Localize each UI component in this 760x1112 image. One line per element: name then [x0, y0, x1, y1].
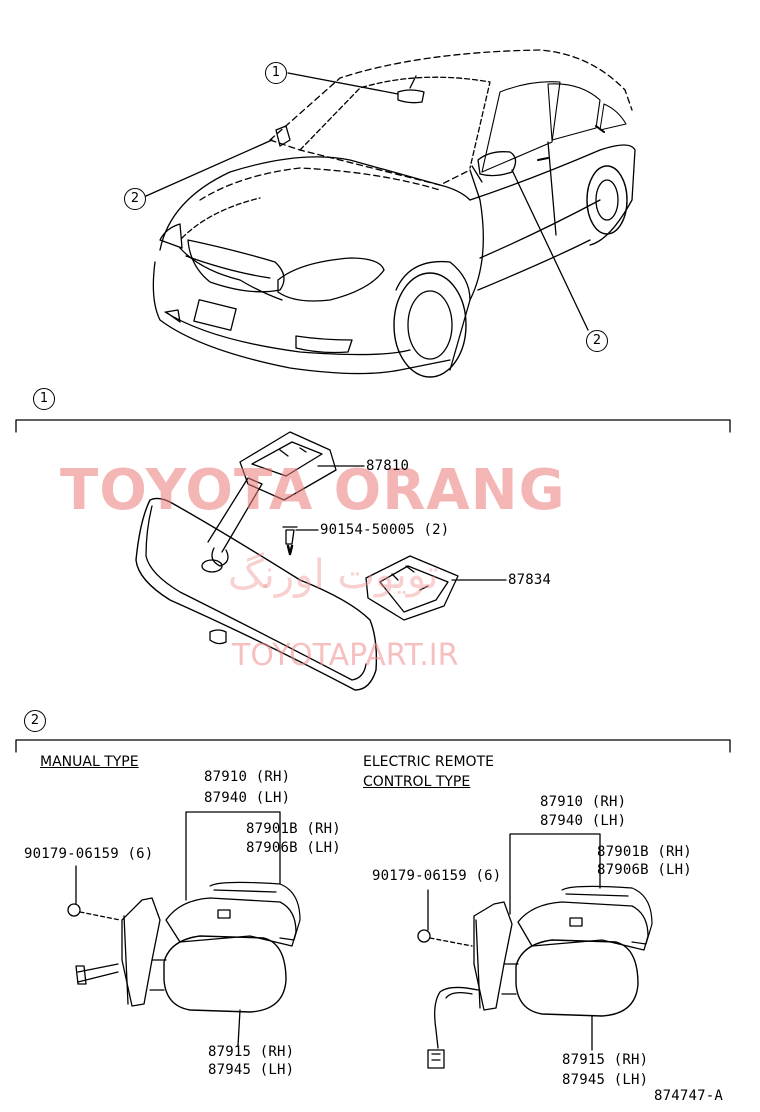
electric-assy-lh: 87940 (LH)	[540, 813, 627, 829]
inner-mirror-group	[135, 431, 507, 691]
part-label-87834: 87834	[508, 572, 552, 588]
section2-frame	[15, 739, 731, 753]
car-illustration	[152, 49, 636, 378]
figure-number: 874747-A	[654, 1088, 724, 1104]
electric-glass-lh: 87945 (LH)	[562, 1072, 649, 1088]
callout-1-section-header: 1	[33, 388, 55, 410]
manual-cover-lh: 87906B (LH)	[246, 840, 341, 856]
watermark-brand-persian: تویوت اورنگ	[228, 552, 439, 598]
electric-mirror-group	[417, 833, 653, 1069]
callout-1-car-inner-mirror: 1	[265, 62, 287, 84]
manual-glass-rh: 87915 (RH)	[208, 1044, 295, 1060]
electric-assy-rh: 87910 (RH)	[540, 794, 627, 810]
manual-type-title: MANUAL TYPE	[40, 754, 139, 770]
part-label-87810: 87810	[366, 458, 410, 474]
callout-2-section-header: 2	[24, 710, 46, 732]
electric-type-title-line2: CONTROL TYPE	[363, 774, 471, 790]
callout-2-car-left-mirror: 2	[124, 188, 146, 210]
electric-type-title-line1: ELECTRIC REMOTE	[363, 754, 494, 770]
electric-glass-rh: 87915 (RH)	[562, 1052, 649, 1068]
manual-cover-rh: 87901B (RH)	[246, 821, 341, 837]
manual-screw: 90179-06159 (6)	[24, 846, 154, 862]
watermark-url: TOYOTAPART.IR	[232, 638, 459, 673]
manual-mirror-group	[67, 811, 301, 1047]
electric-screw: 90179-06159 (6)	[372, 868, 502, 884]
watermark-brand: TOYOTA ORANG	[60, 458, 566, 523]
section1-frame	[15, 419, 731, 433]
callout-2-car-right-mirror: 2	[586, 330, 608, 352]
electric-cover-rh: 87901B (RH)	[597, 844, 692, 860]
manual-assy-rh: 87910 (RH)	[204, 769, 291, 785]
manual-assy-lh: 87940 (LH)	[204, 790, 291, 806]
part-label-screw-90154: 90154-50005 (2)	[320, 522, 450, 538]
manual-glass-lh: 87945 (LH)	[208, 1062, 295, 1078]
electric-cover-lh: 87906B (LH)	[597, 862, 692, 878]
